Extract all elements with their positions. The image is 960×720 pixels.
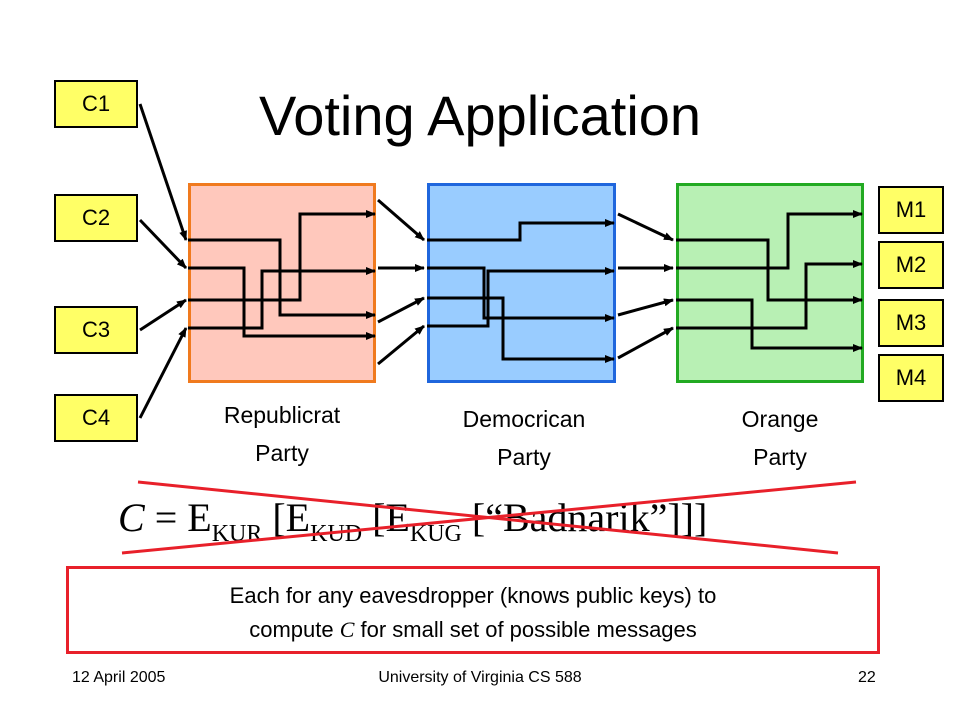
message-box-m2: M2 (878, 241, 944, 289)
note-line-2: compute C for small set of possible mess… (69, 613, 877, 647)
formula-ciphertext: C (118, 495, 145, 540)
formula-part: [E (362, 495, 410, 540)
party-label-republicrat: Republicrat Party (182, 396, 382, 472)
footer-date: 12 April 2005 (72, 669, 166, 686)
formula-eq: = E (144, 495, 212, 540)
eavesdropper-note-box: Each for any eavesdropper (knows public … (66, 566, 880, 654)
party-label-orange: Orange Party (680, 400, 880, 476)
party-suffix-line: Party (255, 440, 309, 466)
democrican-mix-box (427, 183, 616, 383)
message-box-m1: M1 (878, 186, 944, 234)
cipher-box-c2: C2 (54, 194, 138, 242)
note-text: for small set of possible messages (354, 617, 697, 642)
cipher-box-c1: C1 (54, 80, 138, 128)
footer-course: University of Virginia CS 588 (378, 669, 582, 686)
party-suffix-line: Party (753, 444, 807, 470)
party-name-line: Orange (741, 406, 819, 432)
orange-mix-box (676, 183, 864, 383)
party-name-line: Democrican (462, 406, 586, 432)
party-name-line: Republicrat (223, 402, 341, 428)
party-suffix-line: Party (497, 444, 551, 470)
formula-part: [E (262, 495, 311, 540)
note-text: compute (249, 617, 340, 642)
cipher-box-c4: C4 (54, 394, 138, 442)
message-box-m4: M4 (878, 354, 944, 402)
slide-title: Voting Application (258, 84, 702, 147)
party-label-democrican: Democrican Party (424, 400, 624, 476)
message-box-m3: M3 (878, 299, 944, 347)
formula-plaintext: [“Badnarik”]]] (461, 495, 708, 540)
note-ciphertext-symbol: C (339, 617, 355, 642)
republicrat-mix-box (188, 183, 376, 383)
cipher-box-c3: C3 (54, 306, 138, 354)
footer-page-number: 22 (858, 669, 876, 686)
note-line-1: Each for any eavesdropper (knows public … (229, 583, 717, 608)
